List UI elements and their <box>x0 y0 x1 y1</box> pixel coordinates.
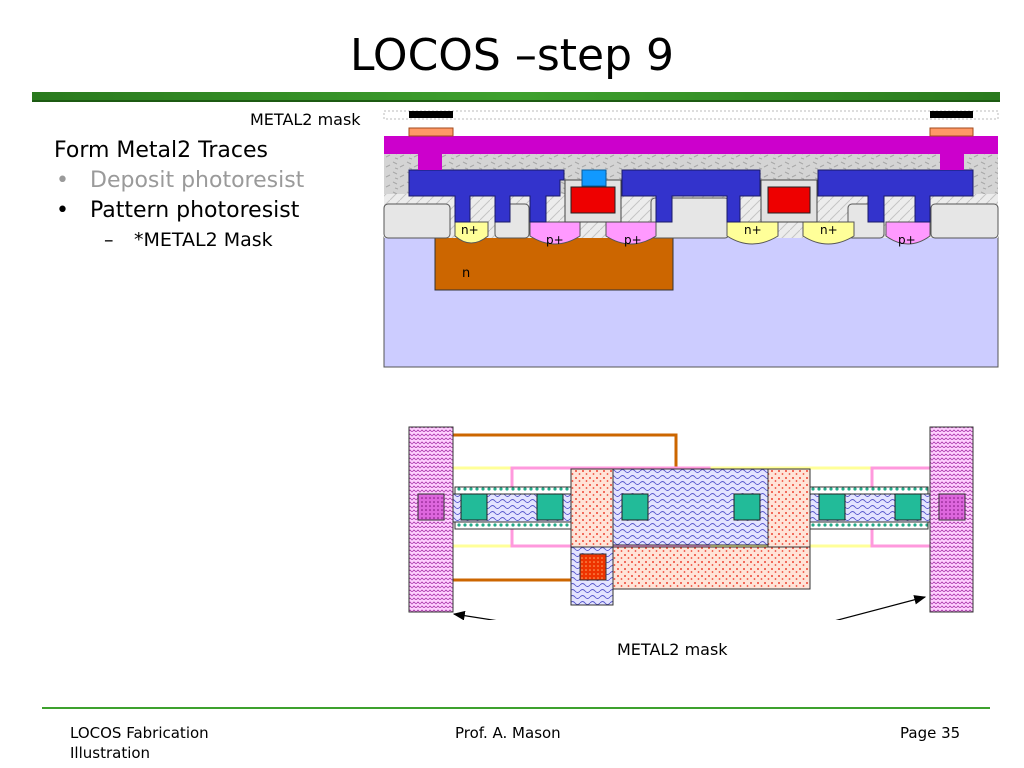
mask-plate <box>383 110 999 120</box>
label-pplus: p+ <box>624 233 642 247</box>
diff-nplus-1 <box>454 221 489 244</box>
contact <box>733 493 761 521</box>
mask-chrome-right <box>930 111 973 118</box>
n-well <box>434 235 674 291</box>
poly-contact <box>579 553 607 581</box>
label-nwell: n <box>462 266 470 281</box>
via2-square-right <box>938 493 966 521</box>
diff-nplus-3 <box>802 221 855 245</box>
metal1-traces <box>408 169 974 223</box>
layout-diagram <box>408 426 974 620</box>
mask-chrome-left <box>409 111 453 118</box>
via2-square-left <box>417 493 445 521</box>
contact <box>894 493 922 521</box>
contact <box>621 493 649 521</box>
bullet-dot-icon: • <box>56 168 69 193</box>
bullet-item: • Deposit photoresist <box>54 166 374 196</box>
title-underline <box>32 92 1000 102</box>
footer-rule <box>42 707 990 709</box>
diff-pplus-1 <box>529 221 581 245</box>
contact <box>460 493 488 521</box>
poly-gate-1 <box>570 186 616 214</box>
photoresist-right <box>929 127 974 137</box>
diff-pplus-3 <box>885 221 931 245</box>
bullet-heading: Form Metal2 Traces <box>54 138 268 163</box>
mask-label-bottom: METAL2 mask <box>617 640 728 659</box>
via2-left <box>418 154 442 170</box>
diff-nplus-2 <box>726 221 779 245</box>
label-nplus: n+ <box>820 223 838 237</box>
dash-icon: – <box>104 229 114 251</box>
bullet-text: Deposit photoresist <box>90 168 305 193</box>
label-pplus: p+ <box>546 233 564 247</box>
mask-label-top: METAL2 mask <box>250 110 361 129</box>
metal2-layer <box>384 136 998 154</box>
arrow-right <box>835 595 927 620</box>
via2-right <box>940 154 964 170</box>
label-pplus: p+ <box>898 233 916 247</box>
footer-page-number: Page 35 <box>900 724 961 742</box>
bullet-item: • Pattern photoresist <box>54 196 374 226</box>
bullet-list: Form Metal2 Traces •Deposit photoresist … <box>54 136 374 254</box>
footer-left: LOCOS Fabrication Illustration <box>70 724 209 762</box>
footer-center: Prof. A. Mason <box>455 724 561 742</box>
arrow-left <box>452 610 497 620</box>
photoresist-left <box>408 127 454 137</box>
poly-gate-2 <box>767 186 811 214</box>
bullet-dot-icon: • <box>56 198 69 223</box>
label-nplus: n+ <box>744 223 762 237</box>
sub-bullet-item: –*METAL2 Mask <box>54 226 374 254</box>
sub-bullet-text: *METAL2 Mask <box>134 229 273 251</box>
poly-gate-vertical-2 <box>767 468 811 550</box>
cross-section-diagram: n+ p+ p+ n+ n+ p+ n <box>383 110 999 368</box>
slide-title: LOCOS –step 9 <box>349 30 674 81</box>
bullet-text: Pattern photoresist <box>90 198 300 223</box>
label-nplus: n+ <box>461 223 479 237</box>
diff-pplus-2 <box>605 221 657 245</box>
contact <box>536 493 564 521</box>
via1 <box>581 169 607 187</box>
poly-gate-vertical-1 <box>570 468 614 550</box>
contact <box>818 493 846 521</box>
